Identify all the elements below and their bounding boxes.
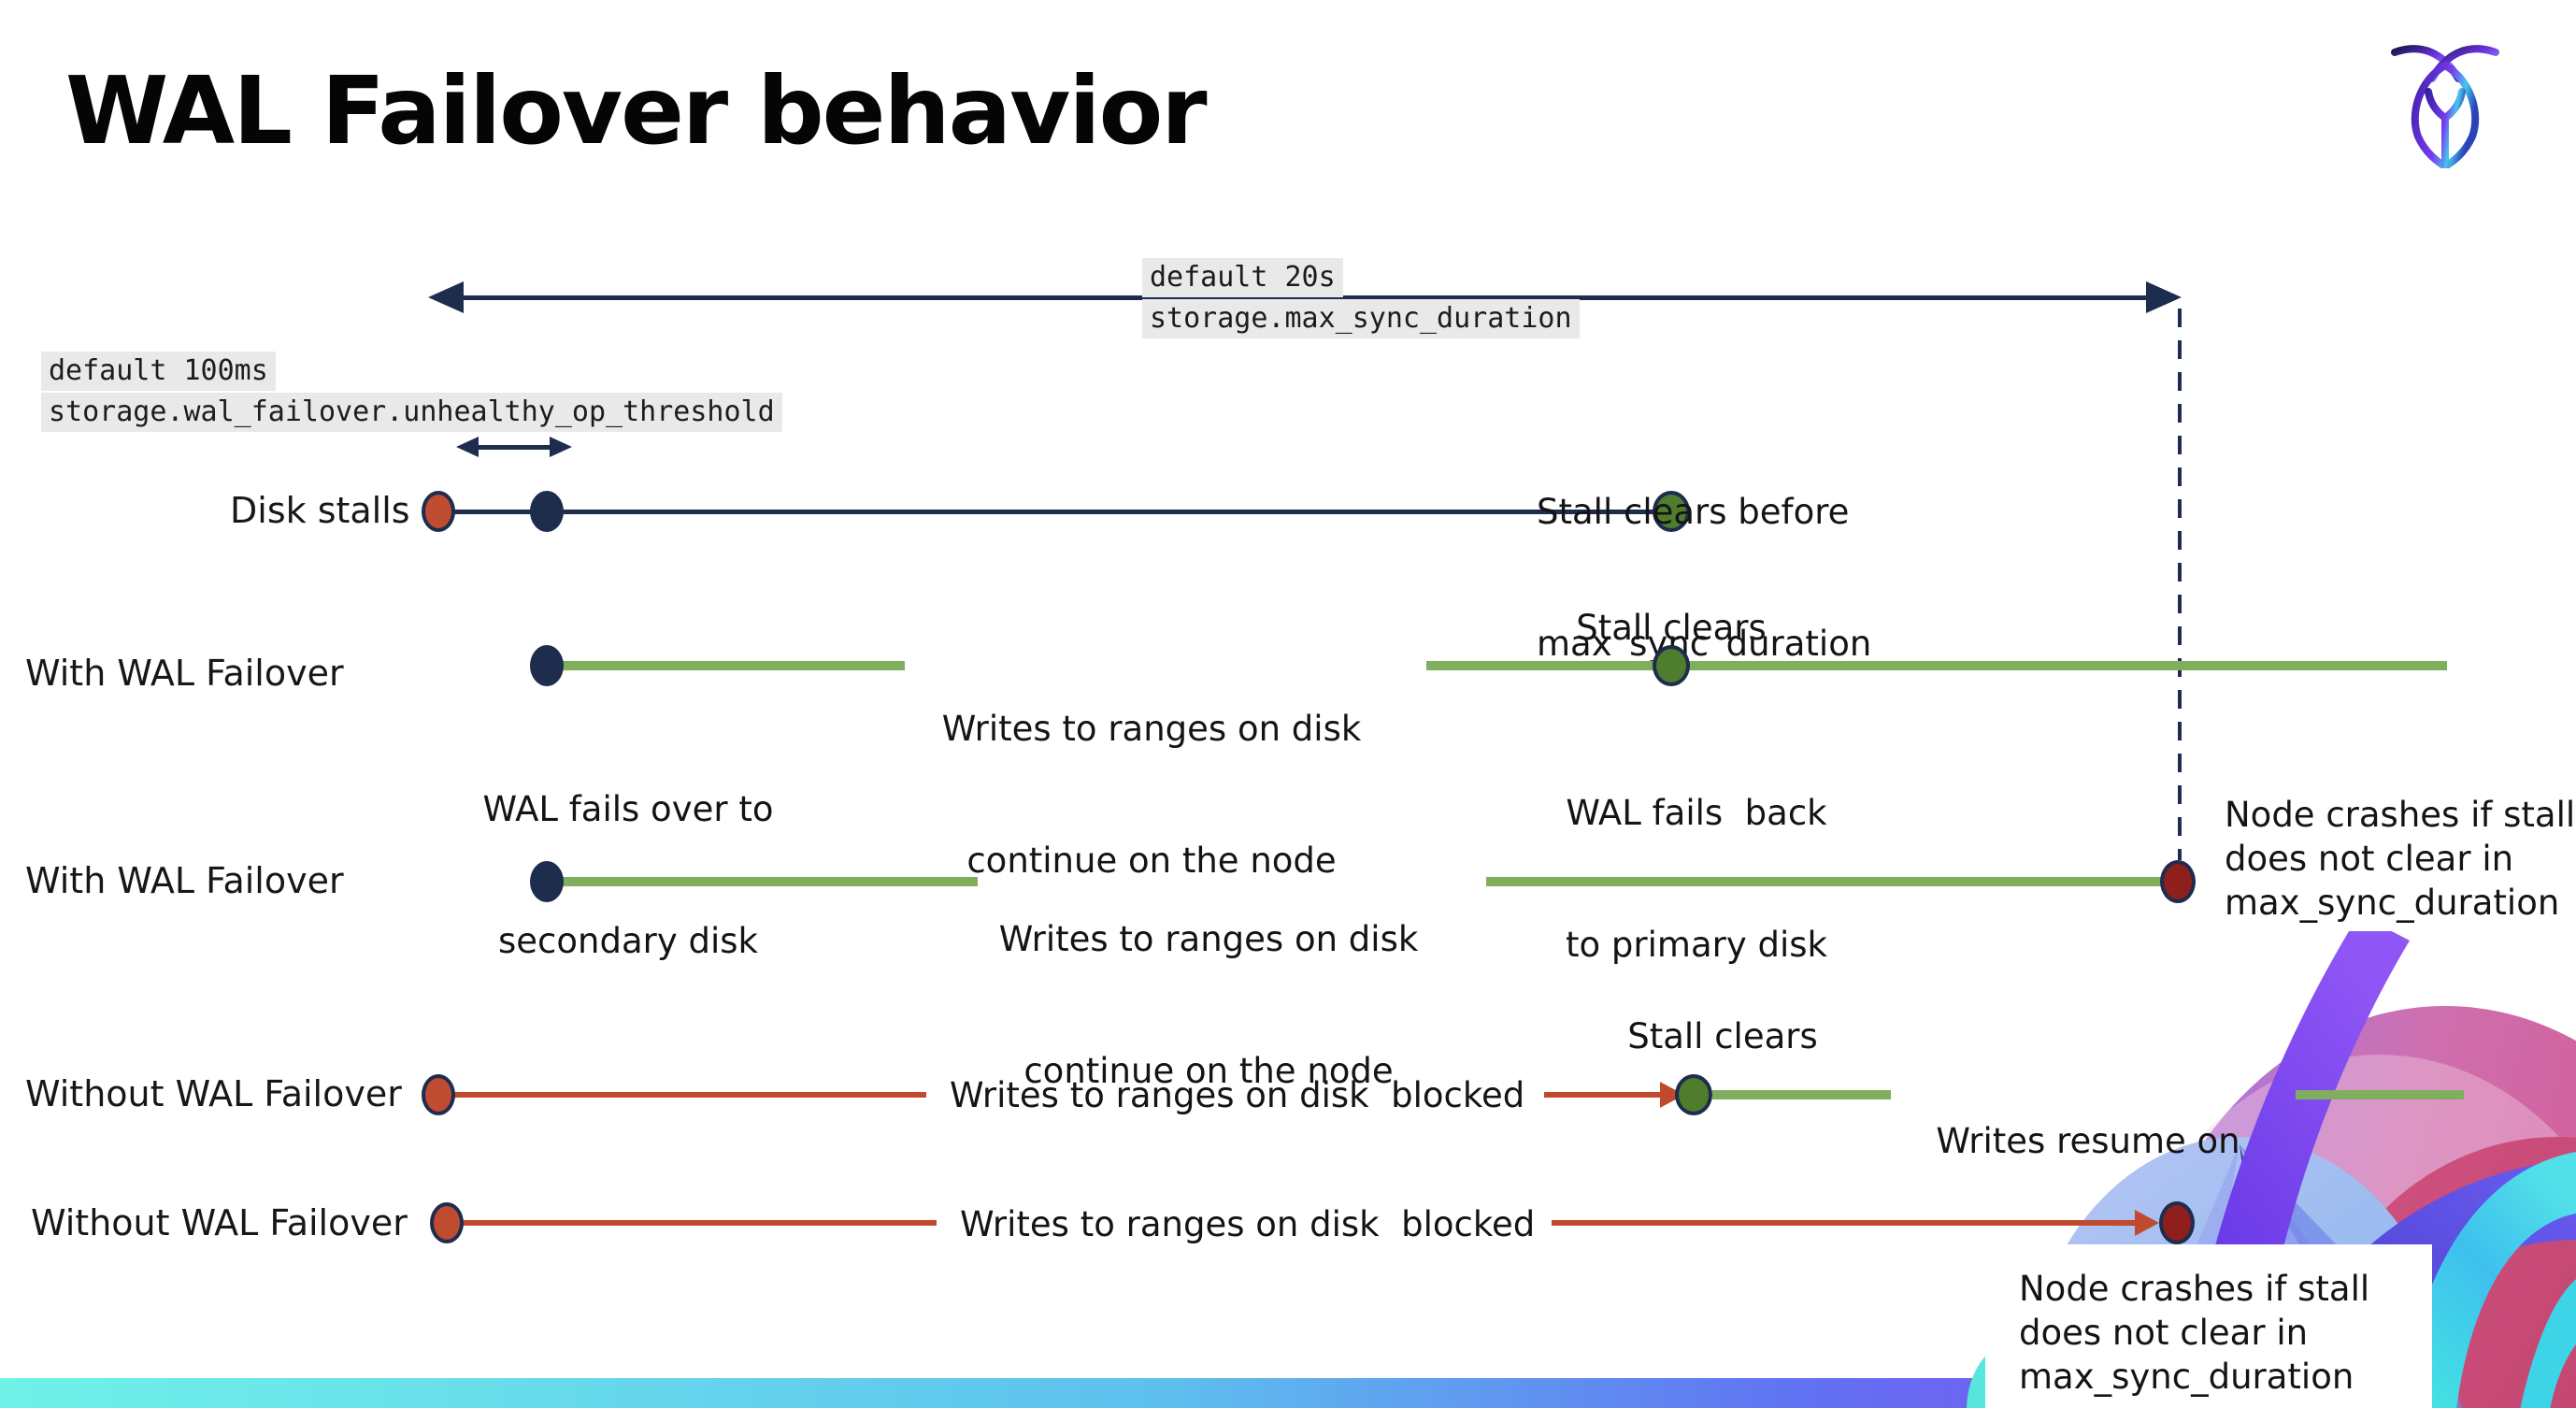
max-sync-setting-text: storage.max_sync_duration xyxy=(1142,299,1580,338)
threshold-arrowhead-right-icon xyxy=(550,437,572,457)
row3-writes-note: Writes to ranges on disk continue on the… xyxy=(998,919,1419,1091)
row-label-with-wal-failover-2: With WAL Failover xyxy=(25,860,344,901)
arrowhead-right-icon xyxy=(2146,281,2182,313)
row2-failover-dot xyxy=(530,645,564,686)
row4-stall-start-dot xyxy=(422,1074,455,1115)
unhealthy-op-default-text: default 100ms xyxy=(41,352,276,391)
threshold-arrow-line xyxy=(475,445,550,450)
row5-crash-dot xyxy=(2159,1201,2195,1244)
row4-stall-clears-note: Stall clears xyxy=(1627,1016,1818,1056)
arrowhead-left-icon xyxy=(428,281,464,313)
page-title: WAL Failover behavior xyxy=(65,56,1208,165)
row3-crash-note: Node crashes if stall does not clear in … xyxy=(2225,795,2576,923)
stall-clears-dot-row1 xyxy=(1653,491,1690,532)
stall-start-dot xyxy=(422,491,455,532)
row-label-without-wal-failover-1: Without WAL Failover xyxy=(25,1073,402,1114)
row5-red-arrowhead-icon xyxy=(2135,1210,2159,1236)
row2-green-line-a xyxy=(559,661,905,670)
disk-stall-timeline-line xyxy=(438,510,1671,514)
unhealthy-op-setting-text: storage.wal_failover.unhealthy_op_thresh… xyxy=(41,393,782,432)
row-label-disk-stalls: Disk stalls xyxy=(230,490,410,531)
failover-threshold-dot xyxy=(530,491,564,532)
row4-blocked-note: Writes to ranges on disk blocked xyxy=(950,1075,1525,1115)
row5-red-line-b xyxy=(1552,1220,2142,1226)
threshold-arrowhead-left-icon xyxy=(456,437,479,457)
row5-blocked-note: Writes to ranges on disk blocked xyxy=(960,1204,1536,1244)
max-sync-default-text: default 20s xyxy=(1142,258,1343,297)
row3-green-line-b xyxy=(1486,877,2161,886)
row4-green-line-b xyxy=(2296,1090,2464,1099)
row-label-with-wal-failover-1: With WAL Failover xyxy=(25,653,344,694)
row2-stall-clears-note: Stall clears xyxy=(1576,608,1767,648)
row2-stall-clears-dot xyxy=(1653,645,1690,686)
row4-red-line-a xyxy=(451,1092,926,1098)
row5-crash-note-box xyxy=(1985,1244,2432,1408)
row2-failover-note: WAL fails over to secondary disk xyxy=(482,789,774,961)
unhealthy-op-threshold-label: default 100ms storage.wal_failover.unhea… xyxy=(41,352,782,434)
cockroachdb-logo-icon xyxy=(2389,41,2501,170)
row5-crash-note: Node crashes if stall does not clear in … xyxy=(2019,1269,2370,1397)
row2-failback-note: WAL fails back to primary disk xyxy=(1566,793,1827,965)
row2-green-line-b xyxy=(1426,661,2447,670)
row3-failover-dot xyxy=(530,861,564,902)
max-sync-deadline-dashed-line xyxy=(2178,309,2182,860)
row3-crash-dot xyxy=(2160,860,2196,903)
row2-writes-note: Writes to ranges on disk continue on the… xyxy=(941,709,1362,881)
max-sync-duration-label: default 20s storage.max_sync_duration xyxy=(1142,258,1580,340)
row4-red-line-b xyxy=(1544,1092,1667,1098)
row3-green-line-a xyxy=(559,877,978,886)
row4-stall-clears-dot xyxy=(1675,1074,1712,1115)
stall-clears-before-note: Stall clears before max_sync_duration xyxy=(1537,492,1872,664)
row5-red-line-a xyxy=(460,1220,937,1226)
row5-stall-start-dot xyxy=(430,1202,464,1243)
max-sync-duration-arrow-line xyxy=(454,295,2159,300)
row4-green-line-a xyxy=(1712,1090,1891,1099)
row-label-without-wal-failover-2: Without WAL Failover xyxy=(31,1202,408,1243)
